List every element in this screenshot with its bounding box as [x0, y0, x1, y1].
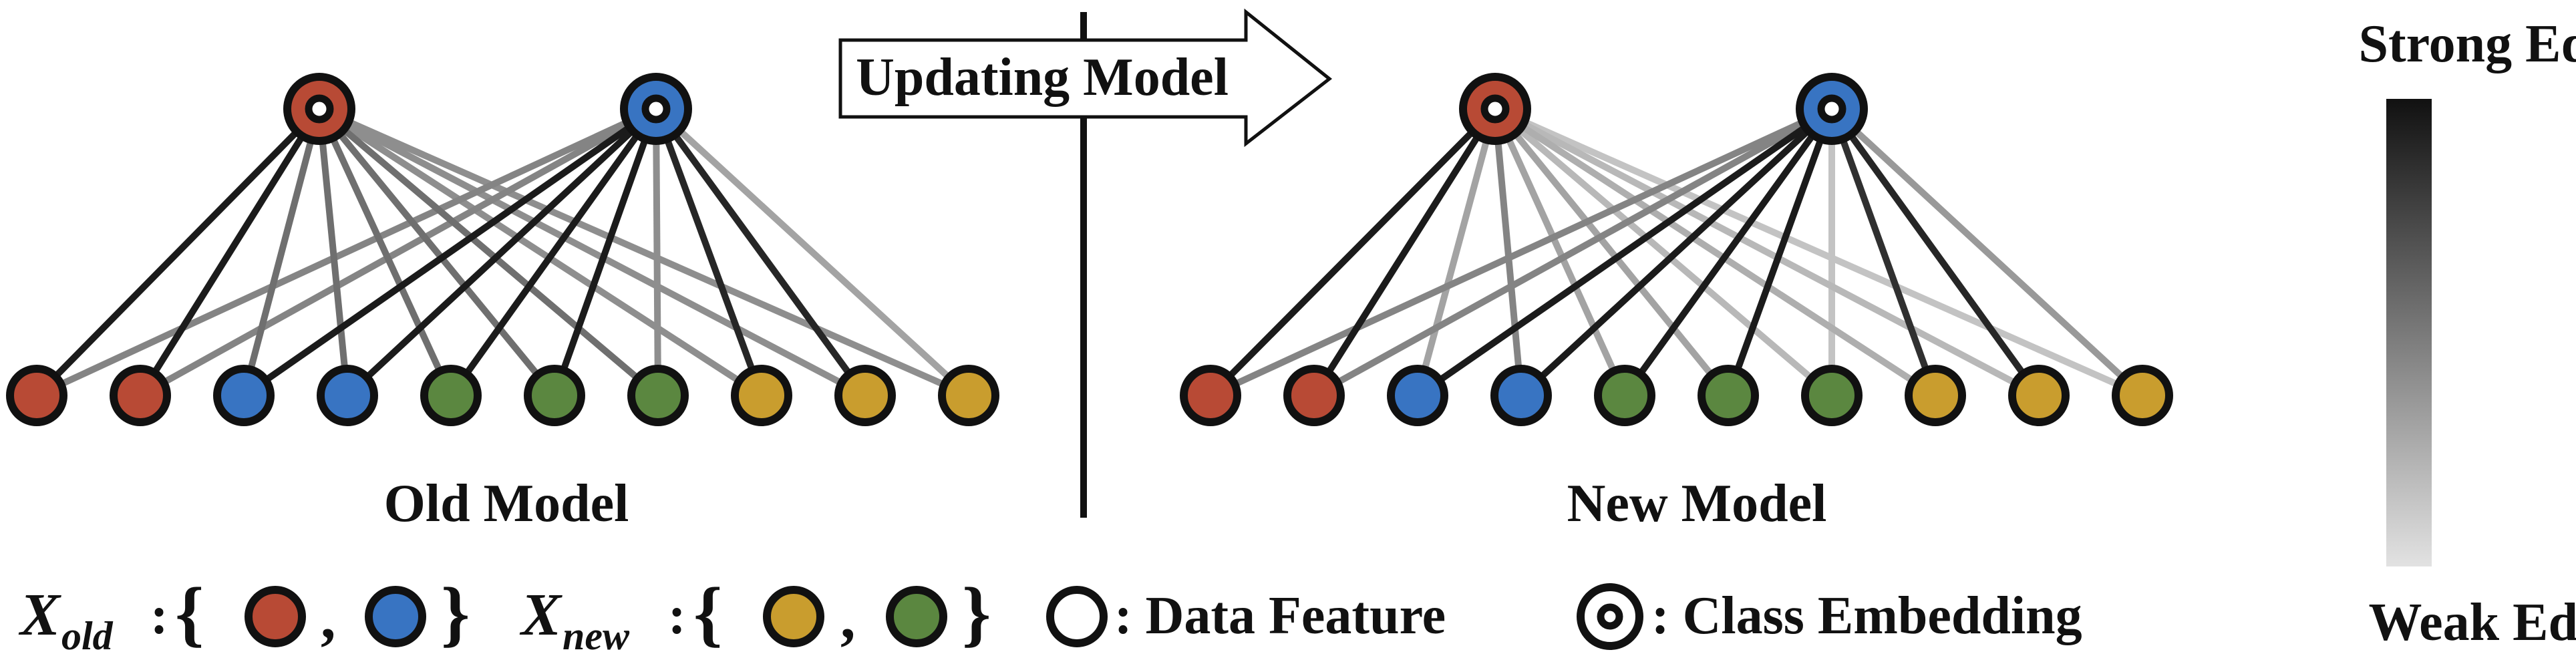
new-model-edge	[1493, 106, 2041, 399]
old-model-edge	[35, 106, 658, 399]
old-model-edge	[137, 107, 323, 397]
new-model-feature-node-red	[1180, 365, 1241, 426]
old-model-feature-node-green	[420, 365, 482, 426]
new-model-feature-node-yellow	[2008, 365, 2070, 426]
old-model-edge	[316, 107, 454, 397]
old-model-label: Old Model	[384, 474, 629, 533]
old-model-edge	[317, 106, 867, 399]
old-model-class-embedding-core	[305, 94, 334, 124]
new-model-feature-node-blue	[1387, 365, 1448, 426]
new-model-graph	[1180, 73, 2173, 426]
new-model-edge	[1492, 106, 1834, 398]
old-model-edge	[317, 106, 557, 398]
class-embedding-label: : Class Embedding	[1651, 587, 2082, 645]
legend: X old : { , } X new : { , } : Data Featu…	[18, 572, 2082, 658]
new-model-edge	[1311, 107, 1498, 397]
legend-red-node	[245, 586, 306, 647]
new-model-edges	[1208, 106, 2145, 399]
x-new-subscript: new	[562, 614, 630, 658]
new-model-edge	[1312, 106, 1834, 399]
old-model-class-embedding-core	[641, 94, 671, 124]
new-model-edge	[1414, 108, 1498, 397]
new-model-nodes	[1180, 73, 2173, 426]
new-model-edge	[1492, 107, 1628, 397]
class-embedding-icon-inner	[1597, 603, 1623, 630]
new-model-feature-node-yellow	[2112, 365, 2173, 426]
new-model-edge	[1416, 106, 1834, 399]
old-model-edge	[551, 108, 659, 397]
edge-strength-gradient-bar	[2386, 99, 2432, 566]
x-old-symbol: X	[18, 582, 61, 648]
old-model-edge	[653, 108, 765, 397]
data-feature-icon	[1046, 586, 1108, 647]
old-model-edge	[317, 106, 661, 398]
strong-edge-label: Strong Edge	[2358, 15, 2576, 73]
x-old-close-brace: }	[441, 572, 470, 654]
new-model-edge	[1493, 106, 2144, 399]
new-model-feature-node-green	[1698, 365, 1759, 426]
old-model-feature-node-green	[627, 365, 689, 426]
updating-model-arrow: Updating Model	[838, 8, 1333, 148]
new-model-feature-node-yellow	[1905, 365, 1966, 426]
x-old-colon: :	[150, 587, 168, 645]
old-model-edge	[653, 107, 868, 397]
old-model-feature-node-yellow	[731, 365, 792, 426]
old-model-nodes	[6, 73, 999, 426]
new-model-class-embedding-core	[1817, 94, 1846, 124]
new-model-feature-node-blue	[1490, 365, 1552, 426]
old-model-edge	[240, 108, 323, 397]
old-model-edge	[242, 106, 658, 399]
new-model-edge	[1828, 108, 1939, 397]
new-model-edge	[1725, 108, 1835, 397]
x-new-open-brace: {	[693, 572, 722, 654]
x-new-colon: :	[668, 587, 686, 645]
old-model-feature-node-yellow	[834, 365, 896, 426]
old-model-edge	[653, 108, 661, 396]
new-model-edge	[1829, 106, 2145, 398]
old-model-edge	[317, 106, 971, 399]
old-model-feature-node-red	[110, 365, 171, 426]
new-model-feature-node-green	[1801, 365, 1863, 426]
legend-yellow-node	[763, 586, 824, 647]
legend-green-node	[886, 586, 947, 647]
new-model-edge	[1493, 106, 1937, 399]
x-old-subscript: old	[61, 614, 114, 658]
old-model-edge	[448, 107, 659, 397]
new-model-class-embedding-core	[1480, 94, 1510, 124]
x-new-symbol: X	[519, 582, 562, 648]
new-model-label: New Model	[1567, 474, 1827, 533]
old-model-edge	[34, 106, 322, 398]
old-model-feature-node-yellow	[938, 365, 999, 426]
new-model-edge	[1518, 106, 1834, 398]
old-model-feature-node-blue	[317, 365, 378, 426]
old-model-feature-node-green	[524, 365, 585, 426]
old-model-edges	[34, 106, 971, 399]
old-model-edge	[316, 108, 351, 396]
updating-model-label: Updating Model	[856, 48, 1229, 107]
weak-edge-label: Weak Edge	[2369, 593, 2576, 652]
new-model-edge	[1208, 106, 1498, 398]
old-model-edge	[317, 106, 764, 399]
old-model-feature-node-red	[6, 365, 67, 426]
new-model-edge	[1209, 106, 1834, 399]
new-model-edge	[1492, 108, 1524, 396]
x-old-comma: ,	[321, 585, 336, 651]
new-model-edge	[1621, 107, 1835, 397]
old-model-graph	[6, 73, 999, 426]
legend-blue-node	[365, 586, 426, 647]
x-new-comma: ,	[840, 585, 856, 651]
old-model-edge	[138, 106, 658, 399]
new-model-feature-node-green	[1594, 365, 1655, 426]
new-model-edge	[1492, 106, 1731, 398]
old-model-edge	[345, 106, 659, 398]
x-new-close-brace: }	[962, 572, 991, 654]
new-model-edge	[1828, 107, 2042, 397]
new-model-feature-node-red	[1283, 365, 1345, 426]
old-model-feature-node-blue	[213, 365, 275, 426]
old-model-edge	[653, 106, 971, 398]
data-feature-label: : Data Feature	[1114, 587, 1446, 645]
x-old-open-brace: {	[175, 572, 204, 654]
